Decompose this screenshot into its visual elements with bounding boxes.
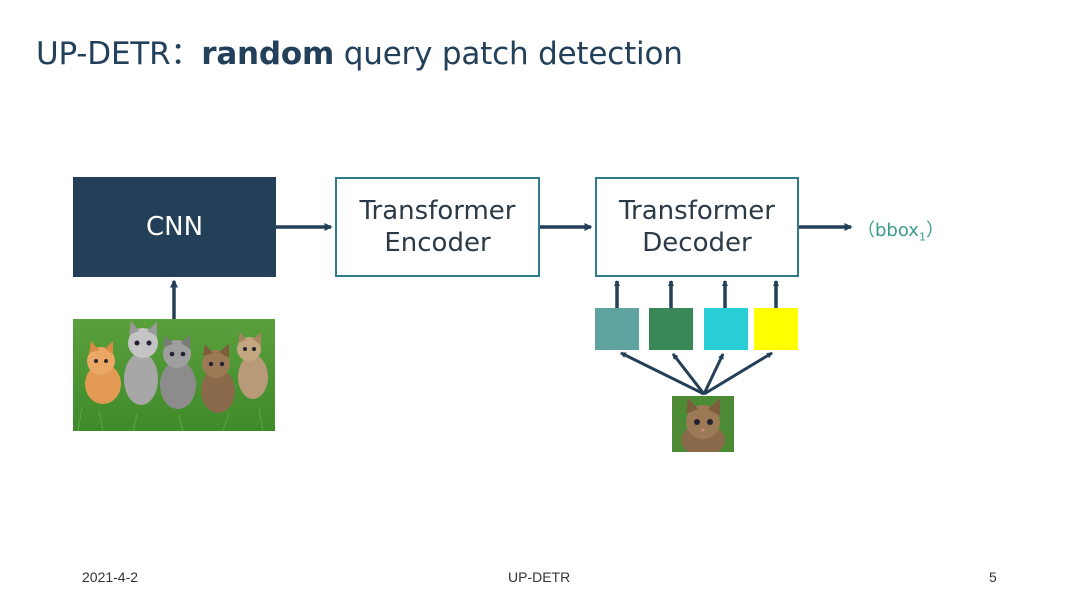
encoder-label-line2: Encoder: [384, 228, 491, 258]
output-close: ）: [925, 220, 944, 241]
query-patch-3: [704, 308, 748, 350]
title-suffix: query patch detection: [334, 36, 683, 72]
query-patch-4: [754, 308, 798, 350]
title-prefix: UP-DETR：: [36, 36, 202, 72]
encoder-label-line1: Transformer: [359, 195, 516, 226]
decoder-label-line1: Transformer: [618, 195, 775, 226]
output-bbox-label: （bbox1）: [857, 216, 944, 244]
arrow-query-to-patch1: [620, 351, 705, 396]
arrow-query-to-patch2: [671, 353, 706, 395]
slide-title: UP-DETR：random query patch detection: [36, 28, 683, 73]
output-open: （bbox: [857, 220, 919, 241]
arrow-query-to-patch4: [703, 351, 773, 396]
footer-date: 2021-4-2: [82, 569, 139, 585]
transformer-encoder-box: Transformer Encoder: [335, 177, 540, 277]
cnn-label: CNN: [145, 211, 204, 242]
query-patch-image: [672, 396, 734, 452]
arrow-query-to-patch3: [702, 353, 725, 395]
query-patch-1: [595, 308, 639, 350]
title-emphasis: random: [201, 36, 335, 72]
page-number: 5: [989, 569, 997, 585]
query-patch-2: [649, 308, 693, 350]
output-subscript: 1: [918, 230, 926, 244]
transformer-decoder-box: Transformer Decoder: [595, 177, 799, 277]
decoder-label-line2: Decoder: [642, 228, 752, 258]
footer-title: UP-DETR: [508, 569, 571, 585]
kittens-image: [73, 319, 275, 431]
cnn-box: CNN: [73, 177, 276, 277]
